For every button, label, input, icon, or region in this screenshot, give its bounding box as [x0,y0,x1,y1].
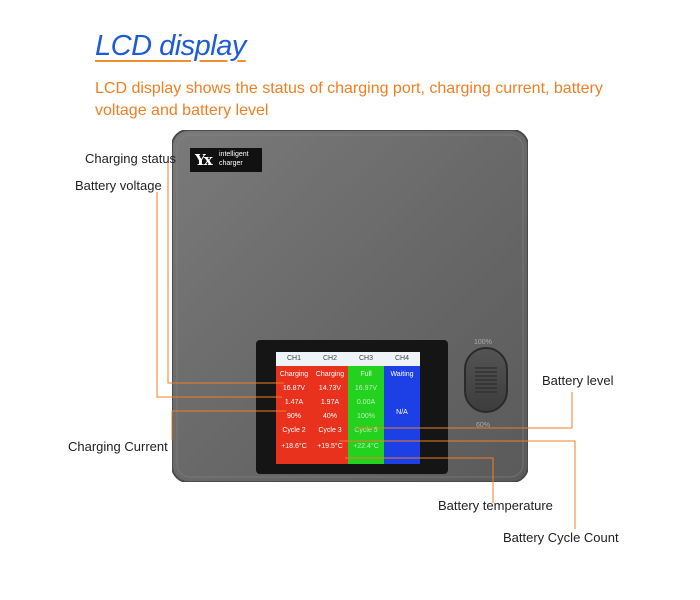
channel-column: Full 16.97V 0.00A 100% Cycle 5 +22.4°C [348,366,384,464]
charging-current: 0.00A [356,399,376,406]
battery-level: N/A [396,409,408,416]
channel-header: CH3 [348,352,384,366]
charging-status: Waiting [390,371,414,378]
battery-level: 40% [322,413,337,420]
callout-charging-current: Charging Current [68,439,168,454]
callout-charging-status: Charging status [85,151,177,166]
channel-column: Waiting N/A [384,366,420,464]
brand-logo: Yx intelligent charger [192,149,262,171]
page-title: LCD display [95,30,246,62]
channel-header: CH2 [312,352,348,366]
channel-header: CH1 [276,352,312,366]
knob-bottom-label: 60% [476,422,491,429]
channel-column: Charging 14.73V 1.97A 40% Cycle 3 +19.5°… [312,366,348,464]
callout-battery-level: Battery level [542,373,614,388]
battery-temperature: +19.5°C [317,443,343,450]
battery-temperature: +18.6°C [281,443,307,450]
logo-mark: Yx [195,151,213,169]
charging-status: Charging [315,371,345,378]
battery-voltage: 16.97V [354,385,378,392]
callout-battery-temperature: Battery temperature [438,498,553,513]
lcd-screen: CH1 CH2 CH3 CH4 Charging 16.87V 1.47A 90… [276,352,420,464]
battery-level: 100% [357,413,375,420]
logo-text-line1: intelligent [219,151,249,158]
callout-battery-cycle-count: Battery Cycle Count [503,530,619,545]
page-description: LCD display shows the status of charging… [95,80,603,119]
battery-temperature: +22.4°C [353,443,379,450]
cycle-count: Cycle 5 [354,427,378,434]
cycle-count: Cycle 3 [318,427,342,434]
battery-voltage: 16.87V [282,385,306,392]
knob-top-label: 100% [474,339,492,346]
logo-text-line2: charger [219,160,243,167]
charging-status: Full [360,371,372,378]
battery-level: 90% [286,413,301,420]
cycle-count: Cycle 2 [282,427,306,434]
charging-current: 1.47A [284,399,304,406]
charging-status: Charging [279,371,309,378]
channel-header: CH4 [384,352,420,366]
callout-battery-voltage: Battery voltage [75,178,162,193]
charging-current: 1.97A [320,399,340,406]
battery-voltage: 14.73V [318,385,342,392]
channel-column: Charging 16.87V 1.47A 90% Cycle 2 +18.6°… [276,366,312,464]
